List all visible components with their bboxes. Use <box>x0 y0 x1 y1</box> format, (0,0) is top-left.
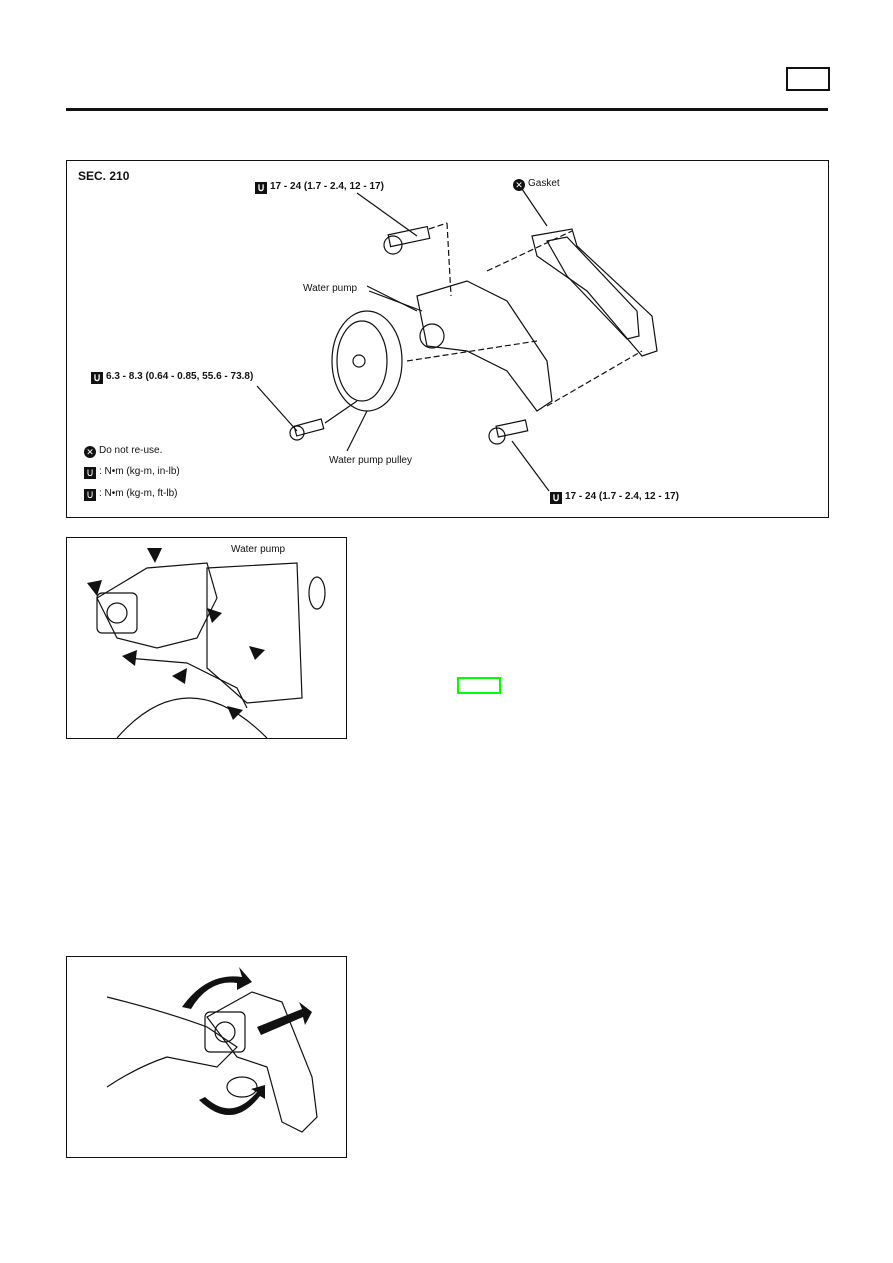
torque-top-text: 17 - 24 (1.7 - 2.4, 12 - 17) <box>270 181 384 192</box>
legend-item: ✕Do not re-use. <box>84 445 162 458</box>
section-tab-box <box>786 67 830 91</box>
torque-ft-lb-icon: ᑌ <box>255 182 267 194</box>
do-not-reuse-icon: ✕ <box>513 179 525 191</box>
torque-in-lb-icon: ᑌ <box>84 467 96 479</box>
hand-rotating-pump-drawing <box>106 967 318 1133</box>
do-not-reuse-icon: ✕ <box>84 446 96 458</box>
torque-bottom-text: 17 - 24 (1.7 - 2.4, 12 - 17) <box>565 491 679 502</box>
section-number: SEC. 210 <box>78 169 130 183</box>
torque-ft-lb-icon: ᑌ <box>84 489 96 501</box>
gasket-label: ✕Gasket <box>513 178 560 191</box>
legend-text: : N•m (kg-m, in-lb) <box>99 466 180 477</box>
torque-ft-lb-icon: ᑌ <box>550 492 562 504</box>
water-pump-inspection-diagram <box>66 956 347 1158</box>
reference-link[interactable] <box>457 677 501 694</box>
water-pump-label: Water pump <box>231 544 286 555</box>
torque-in-lb-icon: ᑌ <box>91 372 103 384</box>
torque-pulley-text: 6.3 - 8.3 (0.64 - 0.85, 55.6 - 73.8) <box>106 371 254 382</box>
gasket-text: Gasket <box>528 178 560 189</box>
legend-item: ᑌ: N•m (kg-m, ft-lb) <box>84 488 178 501</box>
legend-text: Do not re-use. <box>99 445 163 456</box>
legend-item: ᑌ: N•m (kg-m, in-lb) <box>84 466 180 479</box>
water-pump-exploded-drawing <box>256 188 658 492</box>
engine-front-drawing <box>87 548 326 738</box>
header-rule <box>66 108 828 111</box>
water-pump-label: Water pump <box>303 283 358 294</box>
legend-text: : N•m (kg-m, ft-lb) <box>99 488 178 499</box>
pulley-label: Water pump pulley <box>329 455 412 466</box>
water-pump-bolt-diagram: Water pump <box>66 537 347 739</box>
